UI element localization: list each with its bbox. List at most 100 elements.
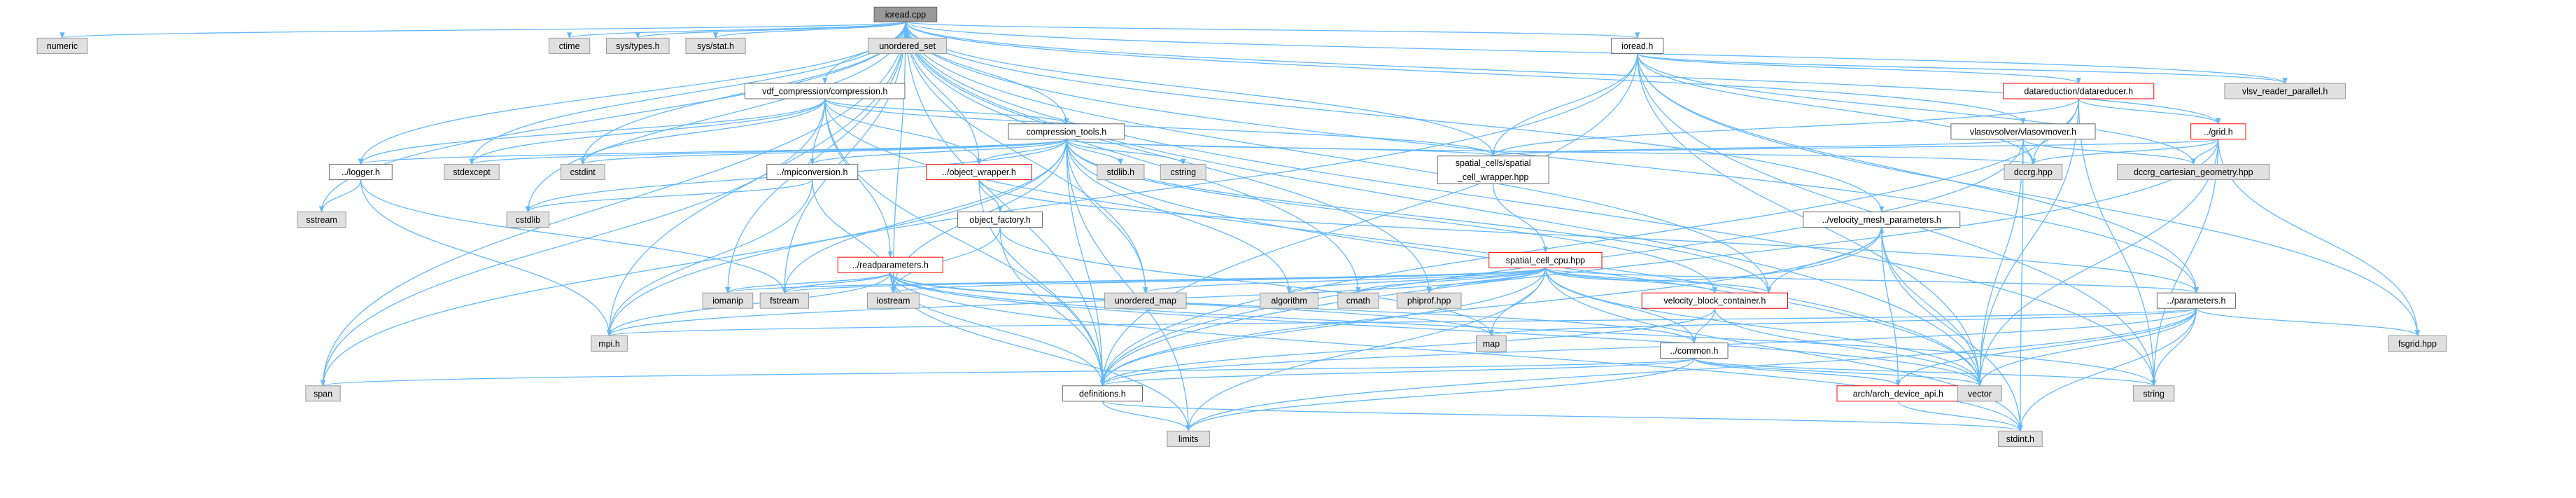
node-datareducer[interactable]: datareduction/datareducer.h — [2003, 83, 2155, 99]
node-box — [1488, 251, 1603, 268]
node-box — [2156, 292, 2236, 309]
edge-readparameters-to-string — [889, 272, 2157, 387]
edge-compression_tools-to-cstring — [1066, 139, 1186, 165]
node-iomanip: iomanip — [702, 292, 754, 309]
node-logger[interactable]: ../logger.h — [329, 164, 393, 181]
node-limits: limits — [1167, 430, 1210, 447]
node-box — [1062, 385, 1143, 402]
edge-vmesh_params-to-definitions — [1099, 227, 1882, 387]
node-iostream: iostream — [866, 292, 920, 309]
node-cstdlib: cstdlib — [506, 212, 550, 228]
edge-ioread_cpp-to-iomanip — [725, 22, 906, 294]
edge-grid_h-to-definitions — [1099, 139, 2219, 387]
node-box — [2388, 335, 2447, 352]
node-vbc[interactable]: velocity_block_container.h — [1641, 292, 1789, 309]
edge-ioread_cpp-to-definitions — [905, 22, 1106, 387]
node-phiprof: phiprof.hpp — [1396, 292, 1462, 309]
node-ioread-h[interactable]: ioread.h — [1611, 37, 1664, 54]
node-unordered-map: unordered_map — [1104, 292, 1187, 309]
node-spatial-wrapper[interactable]: spatial_cells/spatial_cell_wrapper.hpp — [1437, 155, 1549, 184]
edge-compression_tools-to-object_wrapper — [976, 139, 1067, 165]
edge-compression_tools-to-mpiconversion — [810, 139, 1067, 165]
node-box — [957, 212, 1043, 228]
edge-vdf_compression-to-span — [320, 98, 826, 387]
edge-datareducer-to-grid_h — [2078, 98, 2221, 125]
edge-compression_tools-to-definitions — [1066, 139, 1106, 387]
edges-layer — [60, 21, 2421, 432]
node-label: dccrg_cartesian_geometry.hpp — [2134, 167, 2253, 177]
edge-mpiconversion-to-iostream — [812, 179, 896, 294]
edge-parameters-to-map — [1488, 307, 2197, 337]
edge-ioread_h-to-datareducer — [1637, 53, 2081, 84]
node-label: iostream — [876, 296, 910, 306]
node-label: ../common.h — [1670, 346, 1719, 356]
edge-spatial_cell_cpu-to-map — [1488, 268, 1547, 337]
node-box — [2133, 385, 2175, 402]
node-label: cmath — [1346, 296, 1370, 306]
node-label: mpi.h — [598, 339, 620, 349]
node-spatial-cell-cpu[interactable]: spatial_cell_cpu.hpp — [1488, 251, 1603, 268]
node-label: dccrg.hpp — [2014, 167, 2053, 177]
node-cstring: cstring — [1160, 164, 1206, 181]
edge-common-to-limits — [1185, 358, 1695, 432]
node-arch-api[interactable]: arch/arch_device_api.h — [1836, 385, 1960, 402]
edge-spatial_cell_cpu-to-common — [1544, 268, 1697, 344]
edge-ioread_h-to-mpi_h — [606, 53, 1638, 337]
node-label: fstream — [770, 296, 799, 306]
edge-logger-to-fstream — [360, 179, 787, 294]
node-grid-h[interactable]: ../grid.h — [2190, 123, 2246, 140]
node-definitions[interactable]: definitions.h — [1062, 385, 1143, 402]
edge-spatial_cell_cpu-to-vector — [1544, 268, 1983, 387]
node-box — [1097, 164, 1145, 181]
node-box — [702, 292, 754, 309]
edge-vbc-to-vector — [1714, 308, 1983, 387]
node-label: ../parameters.h — [2167, 296, 2225, 306]
node-label: vector — [1968, 389, 1992, 399]
node-object-factory[interactable]: object_factory.h — [957, 212, 1043, 228]
node-common[interactable]: ../common.h — [1660, 343, 1729, 359]
edge-readparameters-to-fstream — [782, 272, 891, 294]
node-vmesh-params[interactable]: ../velocity_mesh_parameters.h — [1803, 212, 1961, 228]
node-label: map — [1483, 339, 1500, 349]
node-vlasovmover[interactable]: vlasovsolver/vlasovmover.h — [1950, 123, 2096, 140]
edge-ioread_cpp-to-iostream — [890, 22, 906, 294]
node-box — [1104, 292, 1187, 309]
node-box — [1997, 430, 2043, 447]
node-label: ../object_wrapper.h — [942, 167, 1016, 177]
node-label: definitions.h — [1079, 389, 1126, 399]
node-object-wrapper[interactable]: ../object_wrapper.h — [926, 164, 1032, 181]
node-label: stdlib.h — [1107, 167, 1135, 177]
node-label: arch/arch_device_api.h — [1853, 389, 1943, 399]
edge-vdf_compression-to-logger — [358, 98, 826, 165]
edge-grid_h-to-spatial_wrapper — [1491, 139, 2219, 157]
node-ioread-cpp[interactable]: ioread.cpp — [873, 6, 938, 22]
node-mpiconversion[interactable]: ../mpiconversion.h — [766, 164, 859, 181]
edge-ioread_h-to-dccrg — [1637, 53, 2036, 165]
edge-datareducer-to-vector — [1977, 98, 2079, 387]
node-box — [329, 164, 393, 181]
node-box — [2004, 164, 2063, 181]
node-label: numeric — [47, 41, 78, 51]
node-vector: vector — [1957, 385, 2002, 402]
edge-mpiconversion-to-cstdlib — [525, 179, 813, 213]
node-label: velocity_block_container.h — [1663, 296, 1766, 306]
edge-ioread_cpp-to-vector — [905, 22, 1983, 387]
node-parameters[interactable]: ../parameters.h — [2156, 292, 2236, 309]
edge-ioread_cpp-to-cstdlib — [525, 22, 906, 213]
edge-spatial_wrapper-to-spatial_cell_cpu — [1492, 184, 1549, 254]
edge-compression_tools-to-unordered_map — [1066, 139, 1148, 294]
node-label: cstdlib — [516, 215, 540, 225]
node-vdf-compression[interactable]: vdf_compression/compression.h — [744, 83, 906, 99]
node-readparameters[interactable]: ../readparameters.h — [837, 256, 943, 273]
node-box — [1476, 335, 1507, 352]
node-label: ../grid.h — [2204, 127, 2233, 137]
node-box — [873, 6, 938, 22]
node-compression-tools[interactable]: compression_tools.h — [1008, 123, 1125, 140]
edge-compression_tools-to-limits — [1066, 139, 1191, 432]
node-box — [305, 385, 341, 402]
node-label: ../logger.h — [342, 167, 380, 177]
edge-vmesh_params-to-array — [1766, 227, 1882, 294]
node-label: _cell_wrapper.hpp — [1457, 172, 1529, 182]
node-box — [744, 83, 906, 99]
node-ctime: ctime — [548, 37, 591, 54]
